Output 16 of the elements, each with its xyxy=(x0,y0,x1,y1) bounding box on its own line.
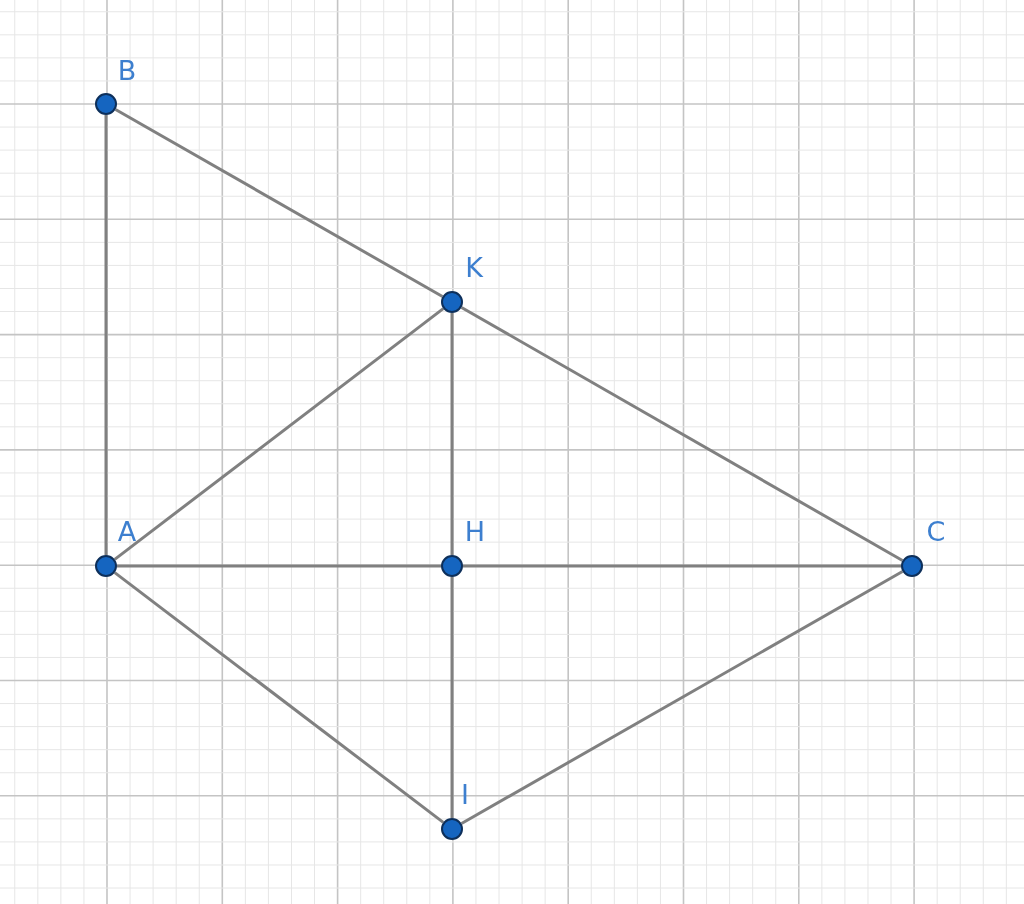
point-label: H xyxy=(464,517,486,547)
point-label: B xyxy=(117,56,137,86)
line-segment xyxy=(460,306,904,562)
point-label: A xyxy=(117,517,137,547)
line-segment xyxy=(114,108,444,298)
point-label: C xyxy=(926,517,946,547)
line-segment xyxy=(460,570,904,825)
line-segment xyxy=(117,564,441,568)
line-segment xyxy=(113,571,445,824)
line-segment xyxy=(450,577,454,818)
line-segment xyxy=(450,313,454,555)
point-label: K xyxy=(465,253,483,283)
line-segment xyxy=(104,115,108,555)
line-segment xyxy=(113,307,445,561)
line-segment xyxy=(463,564,901,568)
point-label: I xyxy=(461,780,469,810)
